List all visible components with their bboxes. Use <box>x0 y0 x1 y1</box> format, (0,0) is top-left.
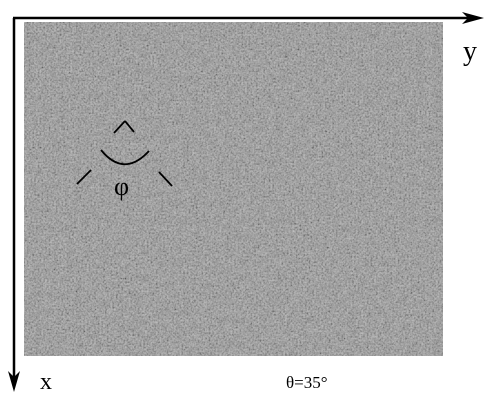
theta-caption: θ=35° <box>286 373 328 392</box>
x-axis-arrow-icon <box>8 371 20 392</box>
x-axis-label: x <box>40 369 52 395</box>
angle-right-upper-dash <box>124 120 135 133</box>
angle-left-upper-dash <box>113 120 126 134</box>
y-axis-arrow-icon <box>462 12 484 24</box>
y-axis-label: y <box>463 36 477 67</box>
angle-right-lower-dash <box>158 171 173 187</box>
angle-phi-label: φ <box>114 172 130 201</box>
x-axis <box>8 18 20 392</box>
y-axis <box>13 12 484 24</box>
angle-marker <box>76 120 173 187</box>
angle-left-lower-dash <box>76 169 92 185</box>
surface-texture-image <box>24 22 443 356</box>
angle-arc-icon <box>100 149 150 166</box>
